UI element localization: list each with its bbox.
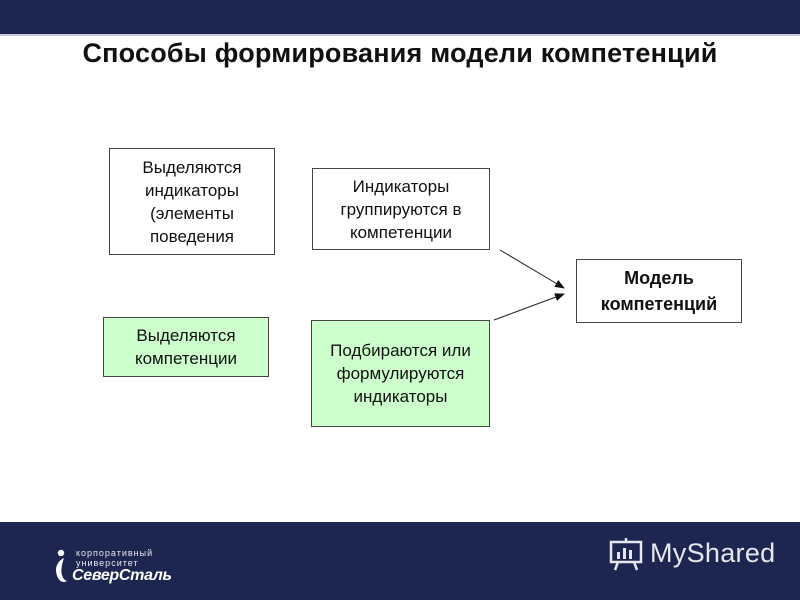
watermark-text: MyShared <box>650 538 776 568</box>
box-competencies-identified: Выделяются компетенции <box>103 317 269 377</box>
logo-brand-name: СеверСталь <box>72 567 172 584</box>
severstal-logo-icon <box>56 549 67 582</box>
box-competency-model: Модель компетенций <box>576 259 742 323</box>
box-indicators-formulated-label: Подбираются или формулируются индикаторы <box>330 341 471 406</box>
box-indicators-grouped-label: Индикаторы группируются в компетенции <box>340 176 462 242</box>
severstal-university-logo: корпоративный университет СеверСталь <box>52 548 182 588</box>
box-competency-model-label: Модель компетенций <box>600 268 718 314</box>
top-bar <box>0 0 800 36</box>
box-indicators-identified-label: Выделяются индикаторы (элементы поведени… <box>142 157 242 246</box>
logo-text-line1: корпоративный <box>76 548 154 558</box>
box-indicators-formulated: Подбираются или формулируются индикаторы <box>311 320 490 427</box>
box-indicators-grouped: Индикаторы группируются в компетенции <box>312 168 490 250</box>
arrow-upper <box>499 249 565 289</box>
box-indicators-identified: Выделяются индикаторы (элементы поведени… <box>109 148 275 255</box>
slide-title: Способы формирования модели компетенций <box>82 38 718 68</box>
box-competencies-identified-label: Выделяются компетенции <box>134 326 238 368</box>
arrow-lower <box>493 293 565 321</box>
bottom-bar <box>0 522 800 600</box>
presentation-board-icon <box>609 538 643 571</box>
logo-text-line2: университет <box>76 558 139 568</box>
